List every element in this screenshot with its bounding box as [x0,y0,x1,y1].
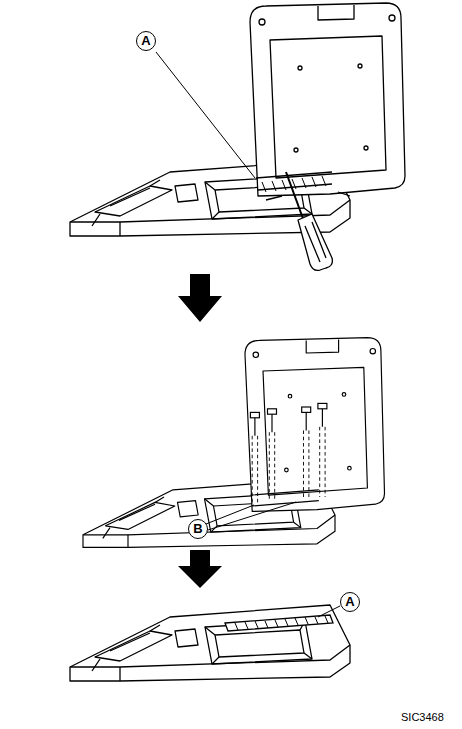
callout-letter: A [136,31,156,51]
step-arrow [178,274,222,322]
figure-code: SIC3468 [400,711,445,724]
callout-letter: A [340,592,360,612]
step-one [70,3,405,270]
callout-letter: B [188,519,208,539]
step-three [70,605,350,681]
step-arrow [178,550,222,588]
step-two [83,338,385,548]
